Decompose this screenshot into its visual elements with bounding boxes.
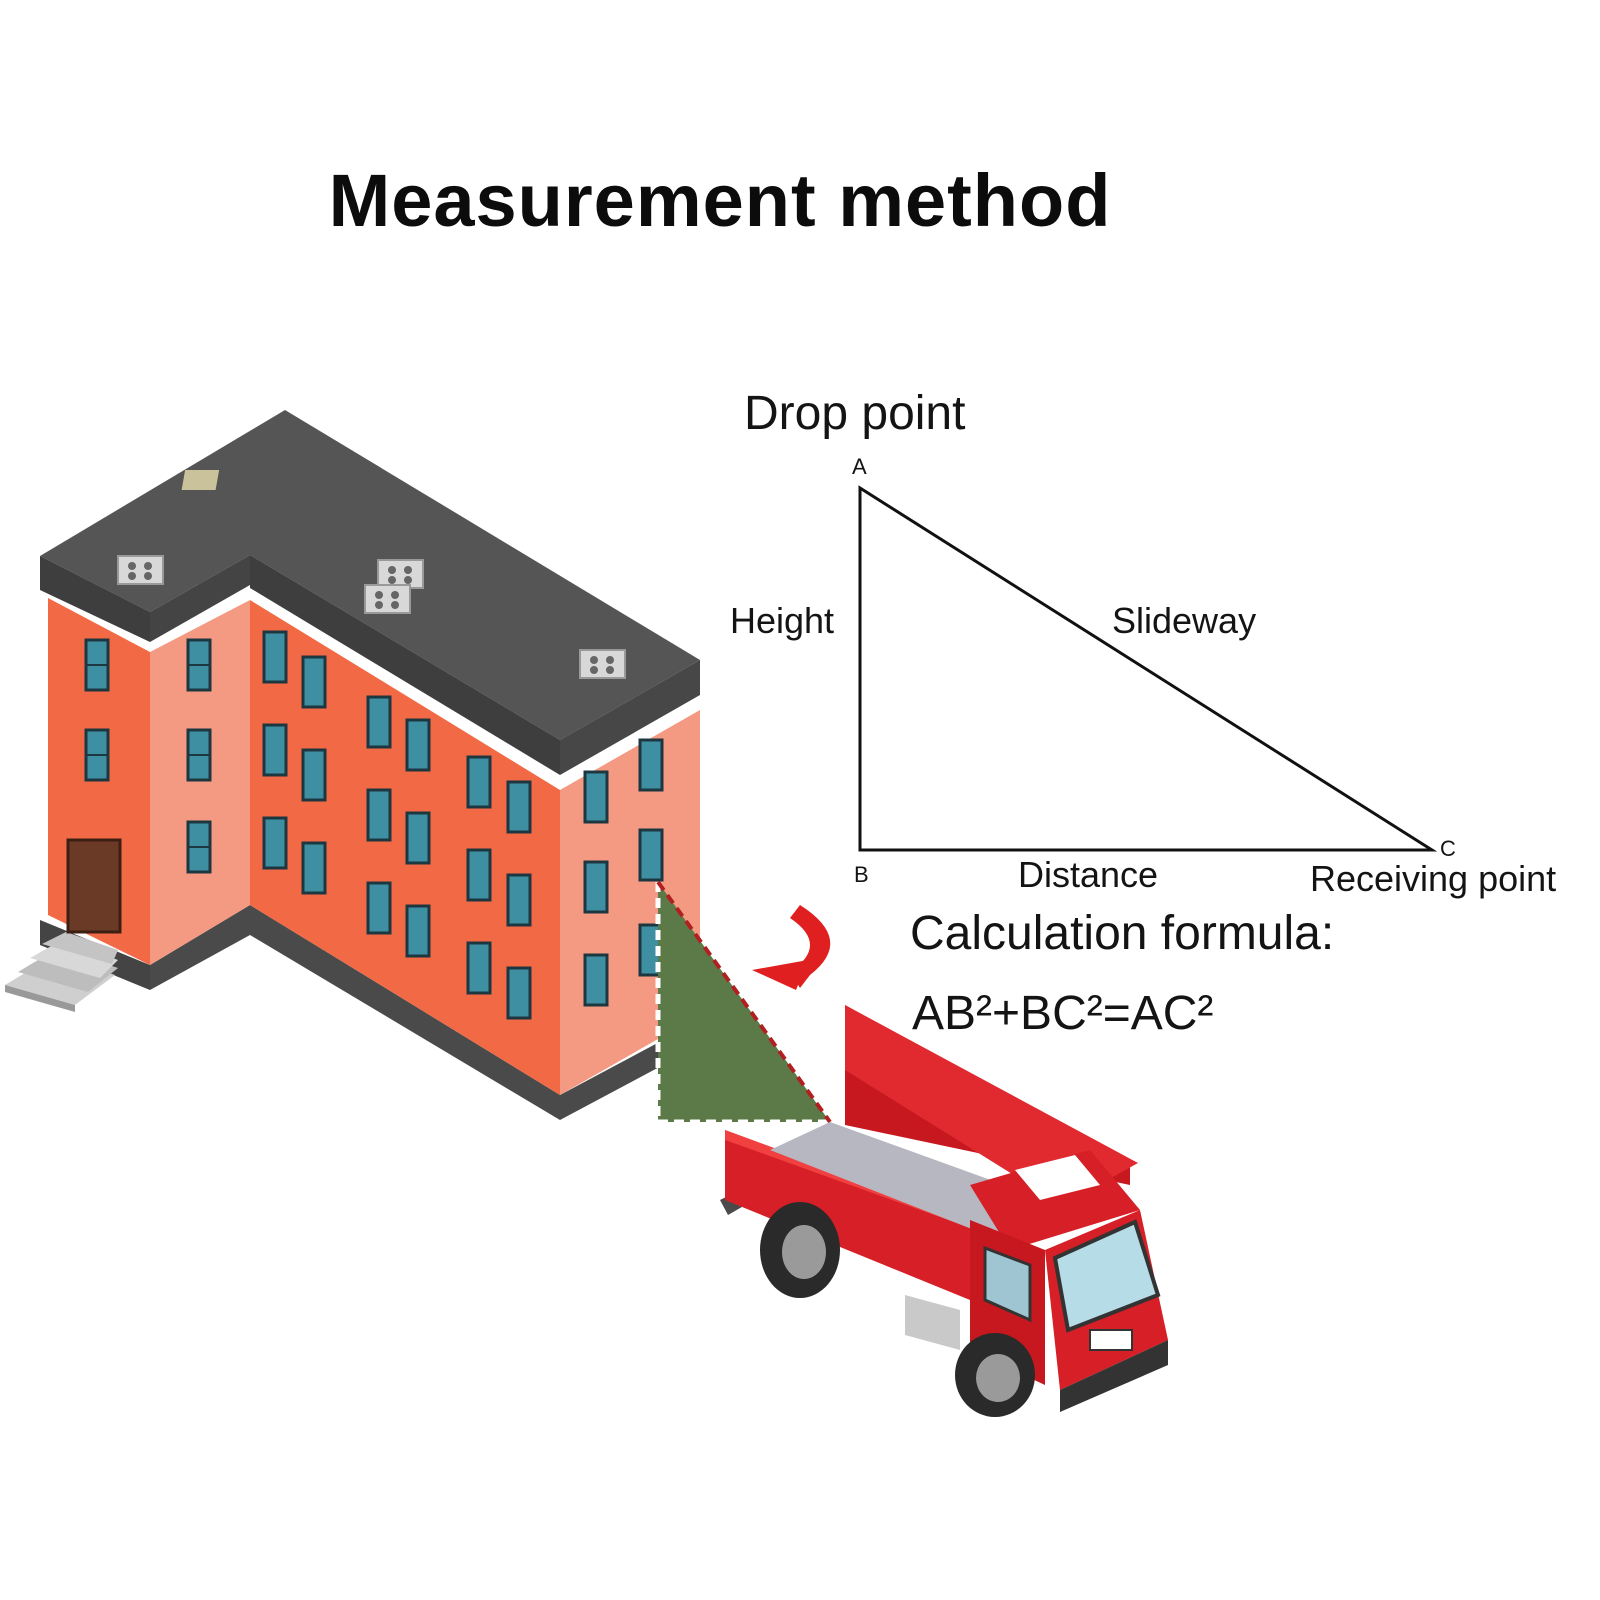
- distance-label: Distance: [1018, 854, 1159, 895]
- pythagoras-triangle: [858, 485, 1438, 852]
- curved-arrow-icon: [752, 905, 831, 990]
- truck-illustration: [720, 1005, 1168, 1417]
- height-label: Height: [730, 600, 835, 641]
- pythagorean-formula: AB²+BC²=AC²: [912, 987, 1214, 1040]
- page-title: Measurement method: [328, 159, 1112, 242]
- slideway-label: Slideway: [1112, 600, 1257, 641]
- calculation-formula-label: Calculation formula:: [910, 907, 1335, 960]
- receiving-point-label: Receiving point: [1310, 858, 1557, 899]
- point-a-label: A: [852, 454, 867, 479]
- building-illustration: [5, 410, 710, 1120]
- point-c-label: C: [1440, 836, 1456, 861]
- measuring-triangle: [655, 880, 832, 1125]
- point-b-label: B: [854, 862, 869, 887]
- truck-wheels: [760, 1202, 1035, 1417]
- stairs: [5, 932, 118, 1012]
- drop-point-label: Drop point: [744, 387, 966, 440]
- building-door: [66, 838, 122, 934]
